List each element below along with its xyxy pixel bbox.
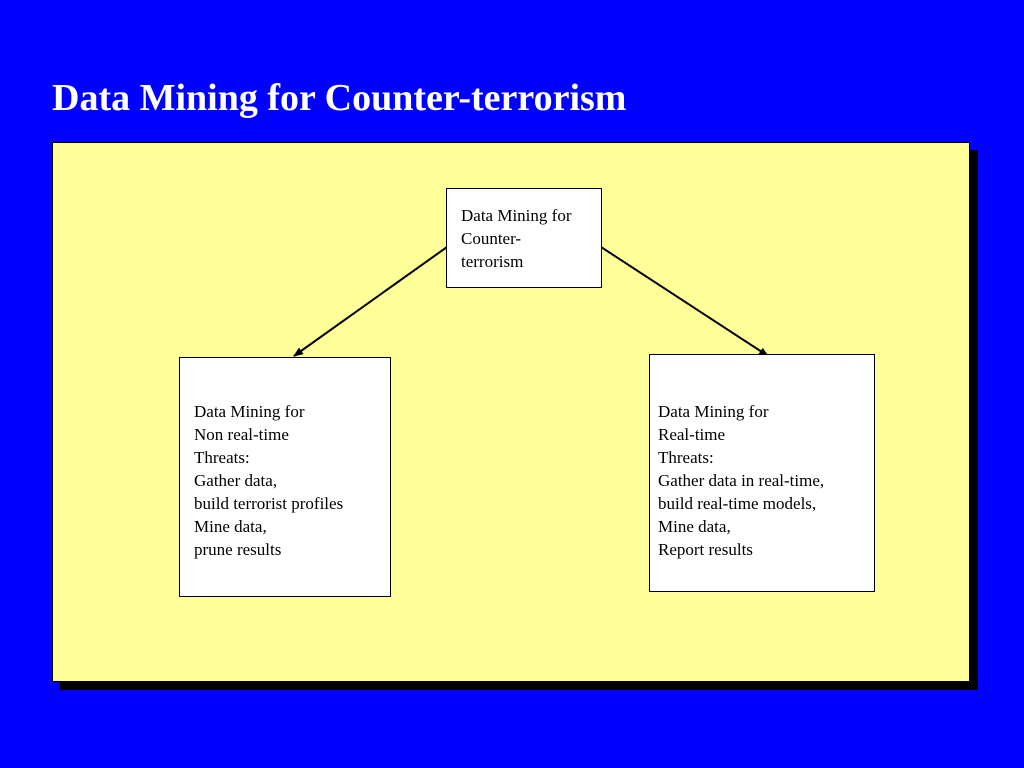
- root-node: Data Mining for Counter- terrorism: [446, 188, 602, 288]
- root-node-line-2: Counter-: [461, 229, 522, 248]
- non-real-time-line-6: Mine data,: [194, 517, 267, 536]
- arrow-to-non-real-time: [293, 246, 448, 357]
- real-time-line-5: build real-time models,: [658, 494, 817, 513]
- real-time-line-2: Real-time: [658, 425, 726, 444]
- slide-title: Data Mining for Counter-terrorism: [52, 77, 627, 119]
- non-real-time-line-2: Non real-time: [194, 425, 289, 444]
- real-time-line-7: Report results: [658, 540, 753, 559]
- real-time-node: Data Mining for Real-time Threats: Gathe…: [649, 354, 875, 592]
- non-real-time-line-4: Gather data,: [194, 471, 278, 490]
- arrow-to-real-time: [600, 246, 769, 357]
- real-time-line-3: Threats:: [658, 448, 714, 467]
- non-real-time-line-3: Threats:: [194, 448, 250, 467]
- non-real-time-line-5: build terrorist profiles: [194, 494, 344, 513]
- non-real-time-node: Data Mining for Non real-time Threats: G…: [179, 357, 391, 597]
- root-node-line-1: Data Mining for: [461, 206, 572, 225]
- real-time-line-6: Mine data,: [658, 517, 731, 536]
- real-time-line-4: Gather data in real-time,: [658, 471, 825, 490]
- non-real-time-line-1: Data Mining for: [194, 402, 305, 421]
- non-real-time-line-7: prune results: [194, 540, 282, 559]
- root-node-line-3: terrorism: [461, 252, 524, 271]
- real-time-line-1: Data Mining for: [658, 402, 769, 421]
